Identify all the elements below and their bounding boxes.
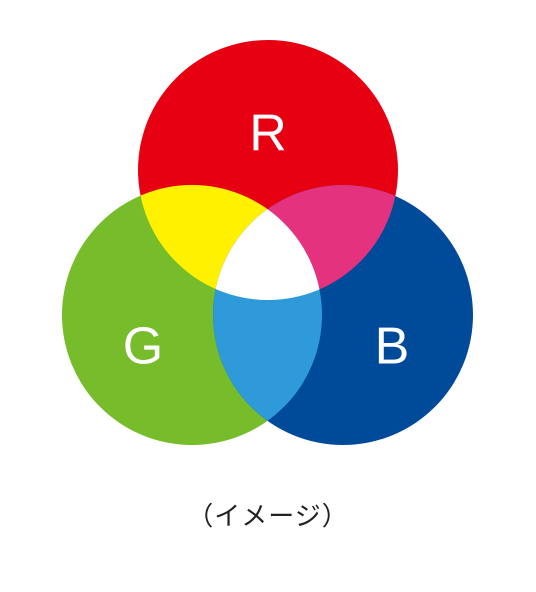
label-g: G [123, 318, 163, 376]
label-b: B [375, 318, 410, 376]
image-caption: （イメージ） [187, 502, 349, 532]
center-white-overlap [213, 185, 322, 300]
label-r: R [249, 105, 287, 163]
